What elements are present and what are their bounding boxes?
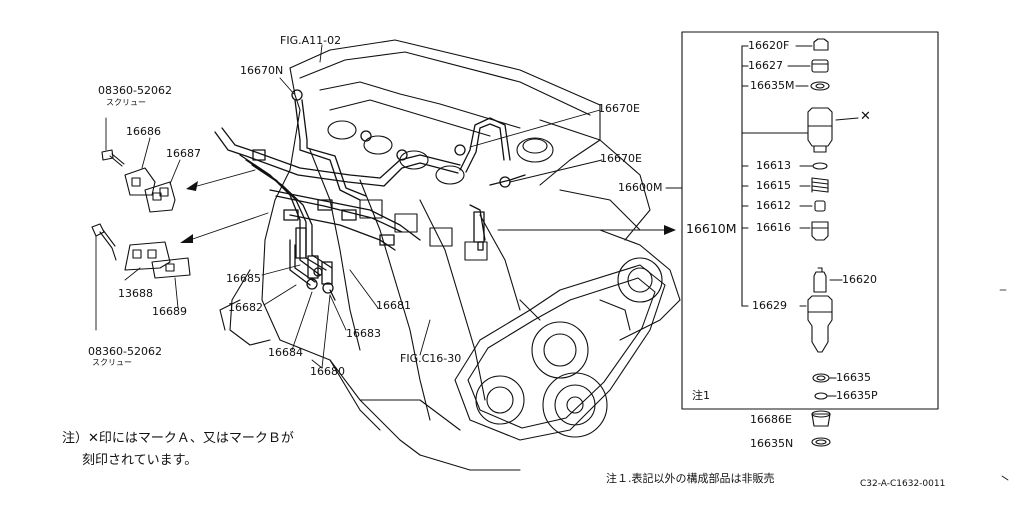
part-16610m: 16610M — [686, 221, 737, 236]
arrow-heads — [180, 181, 676, 243]
part-16635: 16635 — [836, 371, 871, 384]
part-16627: 16627 — [748, 59, 783, 72]
part-16613: 16613 — [756, 159, 791, 172]
screw-top-name: スクリュー — [106, 98, 146, 107]
part-13688: 13688 — [118, 287, 153, 300]
part-16670n: 16670N — [240, 64, 284, 77]
part-16620: 16620 — [842, 273, 877, 286]
injection-pipes — [214, 89, 526, 301]
part-16681: 16681 — [376, 299, 411, 312]
part-16616: 16616 — [756, 221, 791, 234]
part-16689: 16689 — [152, 305, 187, 318]
part-16683: 16683 — [346, 327, 381, 340]
injector-components — [807, 38, 833, 447]
part-16680: 16680 — [310, 365, 345, 378]
stamp-mark: ✕ — [860, 109, 871, 124]
part-16635p: 16635P — [836, 389, 878, 402]
drawing-code: C32-A-C1632-0011 — [860, 479, 946, 489]
engine-illustration — [219, 39, 681, 471]
fig-ref-a11[interactable]: FIG.A11-02 — [280, 34, 342, 47]
part-16670e-lower: 16670E — [600, 152, 642, 165]
box-note-label: 注1 — [692, 389, 710, 402]
part-16686e: 16686E — [750, 413, 792, 426]
part-16615: 16615 — [756, 179, 791, 192]
screw-bottom-name: スクリュー — [92, 358, 132, 367]
part-16685: 16685 — [226, 272, 261, 285]
scan-marks — [999, 289, 1009, 481]
part-16620f: 16620F — [748, 39, 790, 52]
part-16682: 16682 — [228, 301, 263, 314]
part-16629: 16629 — [752, 299, 787, 312]
part-16612: 16612 — [756, 199, 791, 212]
part-16600m: 16600M — [618, 181, 663, 194]
clamp-assembly-bottom — [91, 223, 191, 279]
fig-ref-c16[interactable]: FIG.C16-30 — [400, 352, 462, 365]
part-16670e-upper: 16670E — [598, 102, 640, 115]
part-16684: 16684 — [268, 346, 303, 359]
marking-note-line2: 刻印されています。 — [82, 453, 198, 468]
screw-top-part-no: 08360-52062 — [98, 84, 172, 97]
part-16687: 16687 — [166, 147, 201, 160]
part-16686: 16686 — [126, 125, 161, 138]
footnote: 注１.表記以外の構成部品は非販売 — [606, 472, 775, 485]
clamp-assembly-top — [101, 149, 176, 213]
part-16635m: 16635M — [750, 79, 795, 92]
marking-note-line1: 注）✕印にはマークＡ、又はマークＢが — [62, 431, 294, 446]
injector-detail-box — [681, 31, 939, 410]
leader-lines — [95, 44, 683, 369]
screw-bottom-part-no: 08360-52062 — [88, 345, 162, 358]
part-16635n: 16635N — [750, 437, 794, 450]
